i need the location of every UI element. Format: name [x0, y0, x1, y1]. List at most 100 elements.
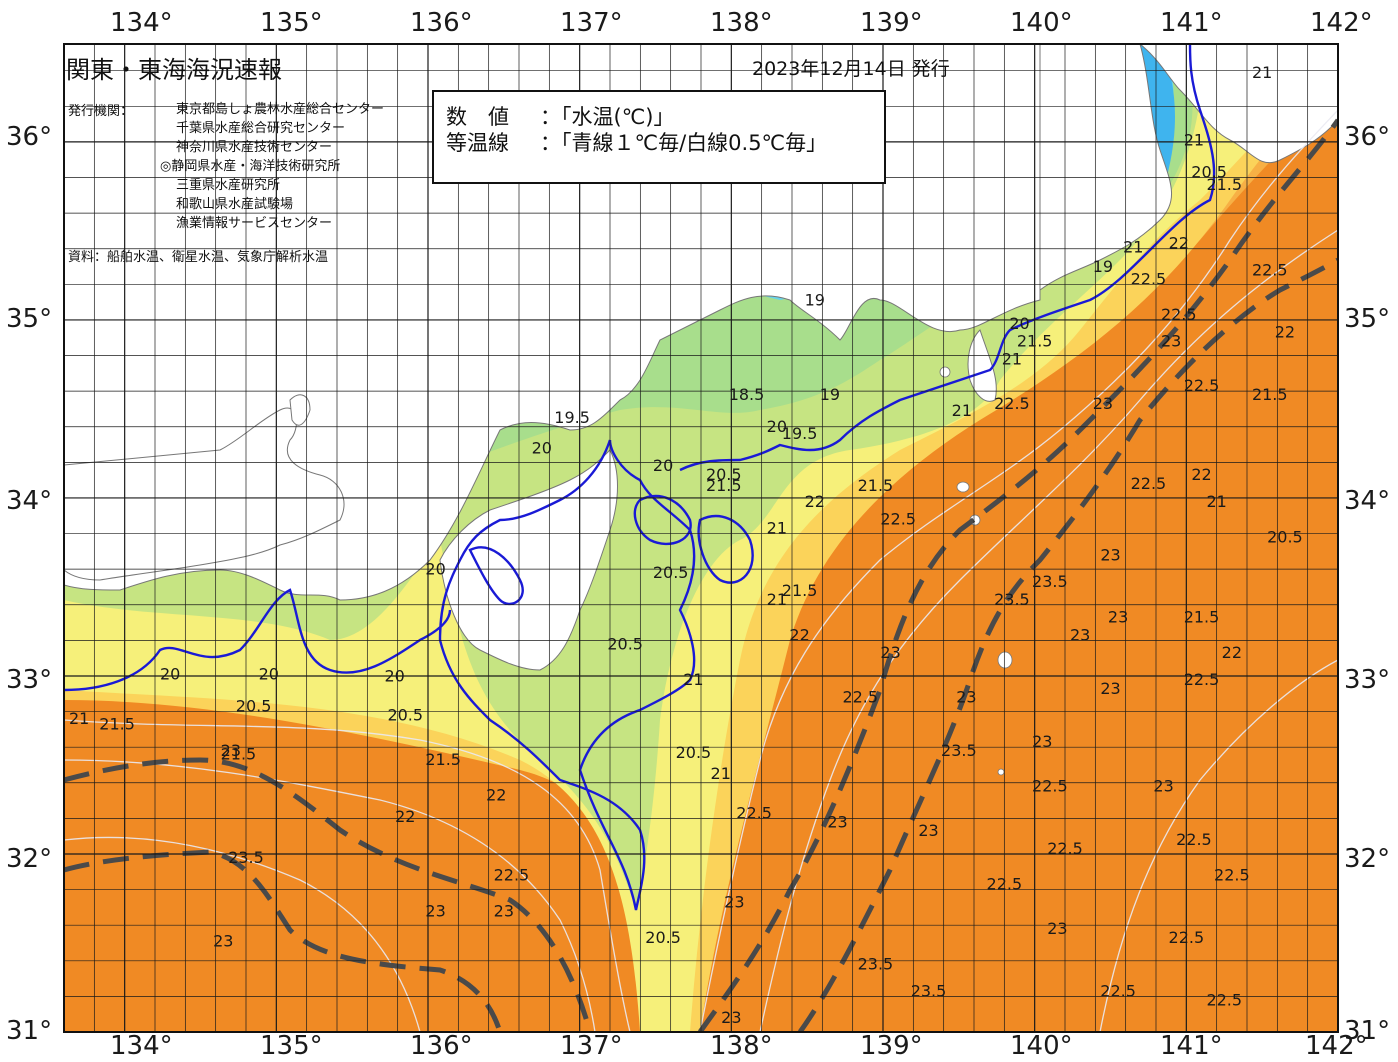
- isotherm-value-label: 21: [1206, 492, 1226, 511]
- isotherm-value-label: 22.5: [880, 510, 916, 529]
- isotherm-value-label: 21: [1002, 349, 1022, 368]
- issue-date: 2023年12月14日 発行: [752, 58, 950, 80]
- isotherm-value-label: 18.5: [729, 385, 765, 404]
- isotherm-value-label: 22: [395, 807, 415, 826]
- kuroshio-axis: [64, 118, 1338, 1032]
- isotherm-value-label: 23: [1047, 919, 1067, 938]
- map-border: [63, 43, 1339, 1033]
- lat-label-right-35: 35°: [1344, 304, 1391, 334]
- isotherm-value-label: 20.5: [1191, 163, 1227, 182]
- isotherm-value-label: 20.5: [236, 697, 272, 716]
- lon-label-top-141: 141°: [1160, 8, 1223, 38]
- agency-label: 発行機関：: [68, 104, 134, 119]
- lon-label-bottom-139: 139°: [860, 1031, 923, 1061]
- isotherm-value-label: 21: [952, 401, 972, 420]
- isotherm-value-label: 21: [767, 590, 787, 609]
- isotherm-value-label: 22.5: [1131, 474, 1167, 493]
- isotherm-value-label: 22.5: [842, 688, 878, 707]
- isotherm-value-label: 20: [384, 666, 404, 685]
- isotherm-value-label: 22.5: [1161, 305, 1197, 324]
- isotherm-value-label: 22.5: [1184, 376, 1220, 395]
- isotherm-value-label: 22.5: [736, 803, 772, 822]
- isotherm-value-label: 23.5: [941, 741, 977, 760]
- isotherm-value-label: 23: [1161, 332, 1181, 351]
- isotherm-value-label: 22.5: [1032, 777, 1068, 796]
- isotherm-value-label: 19: [1093, 257, 1113, 276]
- isotherm-value-label: 21.5: [1252, 385, 1288, 404]
- isotherm-value-label: 20.5: [653, 563, 689, 582]
- isotherm-value-label: 21: [683, 670, 703, 689]
- isotherm-value-label: 22.5: [1184, 670, 1220, 689]
- lon-label-top-135: 135°: [260, 8, 323, 38]
- lon-label-top-139: 139°: [860, 8, 923, 38]
- lon-label-bottom-141: 141°: [1160, 1031, 1223, 1061]
- isotherm-value-label: 20: [160, 665, 180, 684]
- isotherm-value-label: 20: [767, 417, 787, 436]
- isotherm-value-label: 23: [827, 812, 847, 831]
- lat-label-right-34: 34°: [1344, 486, 1391, 516]
- isotherm-value-label: 22: [1222, 643, 1242, 662]
- isotherm-value-label: 20.5: [1267, 527, 1303, 546]
- isotherm-value-label: 22: [789, 625, 809, 644]
- isotherm-value-label: 21.5: [221, 745, 257, 764]
- legend-desc-isotherm: ：「青線１℃毎/白線0.5℃毎」: [540, 131, 828, 155]
- isotherm-value-label: 21: [711, 764, 731, 783]
- isotherm-value-label: 23: [425, 901, 445, 920]
- agency-item: 神奈川県水産技術センター: [176, 140, 333, 155]
- isotherm-value-label: 22.5: [494, 866, 530, 885]
- lon-label-bottom-142: 142°: [1305, 1031, 1368, 1061]
- land-awaji: [289, 394, 311, 426]
- agency-item: 和歌山県水産試験場: [176, 197, 294, 212]
- isotherm-value-label: 23.5: [858, 955, 894, 974]
- isotherm-value-label: 23: [721, 1008, 741, 1027]
- isotherm-value-label: 22.5: [1214, 866, 1250, 885]
- lon-label-top-136: 136°: [410, 8, 473, 38]
- legend-row-value: 数 値：「水温(℃)」: [446, 104, 872, 130]
- lat-label-right-36: 36°: [1344, 122, 1391, 152]
- isotherm-value-label: 23: [724, 892, 744, 911]
- lat-label-right-31: 31°: [1344, 1016, 1391, 1046]
- isotherm-value-label: 19: [805, 291, 825, 310]
- legend-box: 数 値：「水温(℃)」 等温線：「青線１℃毎/白線0.5℃毎」: [432, 90, 886, 184]
- isotherm-value-label: 23: [1093, 394, 1113, 413]
- isotherm-value-label: 21.5: [1184, 608, 1220, 627]
- isotherm-value-label: 23: [1070, 625, 1090, 644]
- isotherm-value-label: 23: [918, 821, 938, 840]
- lat-label-left-36: 36°: [6, 122, 53, 152]
- lon-label-top-140: 140°: [1010, 8, 1073, 38]
- isotherm-value-label: 19: [820, 385, 840, 404]
- isotherm-value-label: 21.5: [782, 581, 818, 600]
- isotherm-value-label: 23: [1100, 679, 1120, 698]
- lon-label-bottom-138: 138°: [710, 1031, 773, 1061]
- isotherm-value-label: 20.5: [387, 705, 423, 724]
- isotherm-value-label: 20.5: [676, 743, 712, 762]
- isotherm-value-label: 20: [425, 559, 445, 578]
- isotherm-value-label: 20: [259, 665, 279, 684]
- agency-list: 東京都島しょ農林水産総合センター 千葉県水産総合研究センター 神奈川県水産技術セ…: [160, 100, 384, 233]
- isotherm-value-label: 19.5: [782, 424, 818, 443]
- isotherm-value-label: 21.5: [425, 750, 461, 769]
- isotherm-value-label: 22.5: [987, 875, 1023, 894]
- lon-label-top-134: 134°: [110, 8, 173, 38]
- isotherm-value-label: 21.5: [1017, 332, 1053, 351]
- lat-label-left-31: 31°: [6, 1016, 53, 1046]
- lat-label-left-33: 33°: [6, 665, 53, 695]
- isotherm-value-label: 22.5: [1252, 260, 1288, 279]
- lat-label-right-33: 33°: [1344, 665, 1391, 695]
- isotherm-value-label: 21.5: [706, 476, 742, 495]
- agency-item: 東京都島しょ農林水産総合センター: [176, 102, 385, 117]
- data-source: 資料：船舶水温、衛星水温、気象庁解析水温: [68, 250, 329, 265]
- lon-label-bottom-134: 134°: [110, 1031, 173, 1061]
- isotherm-value-label: 22: [486, 786, 506, 805]
- isotherm-value-label: 20.5: [607, 634, 643, 653]
- lat-label-left-32: 32°: [6, 844, 53, 874]
- isotherm-value-label: 23.5: [228, 848, 264, 867]
- isotherm-value-label: 20: [1009, 314, 1029, 333]
- isotherm-value-label: 23.5: [911, 981, 947, 1000]
- isotherm-value-label: 23.5: [1032, 572, 1068, 591]
- lon-label-top-138: 138°: [710, 8, 773, 38]
- agency-item: 千葉県水産総合研究センター: [176, 121, 346, 136]
